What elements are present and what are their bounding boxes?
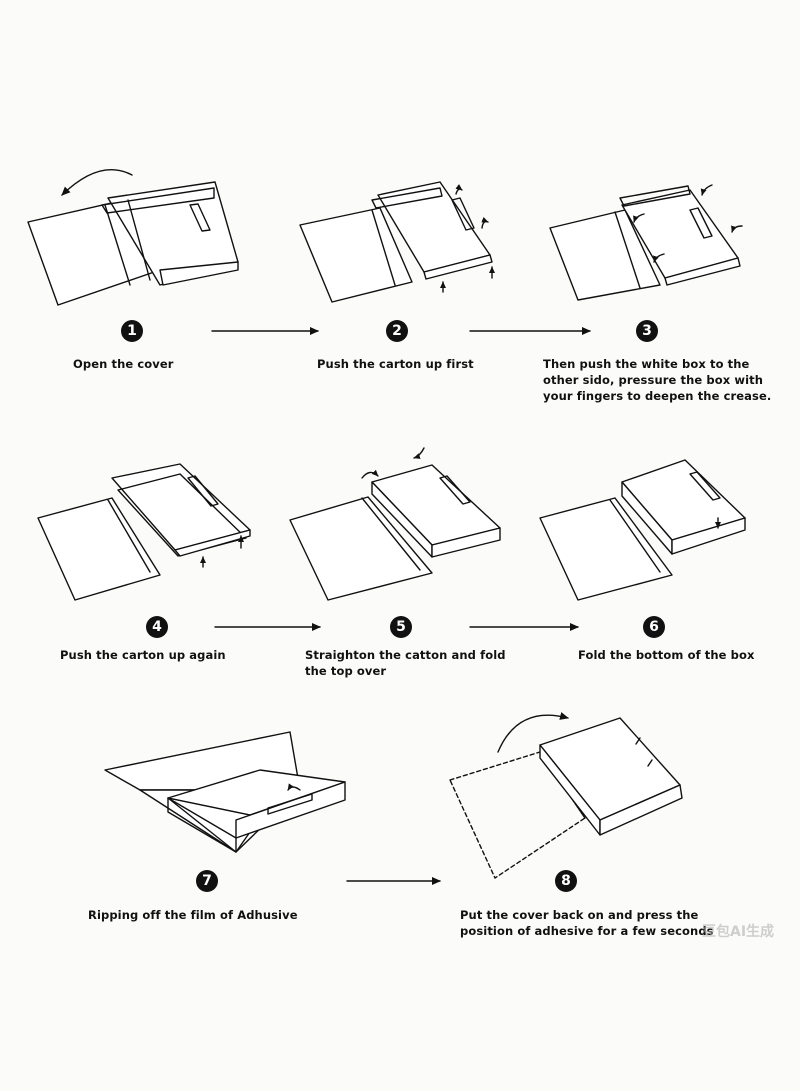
step-8-illustration <box>449 712 683 879</box>
step-5-badge: 5 <box>390 616 412 638</box>
step-6-badge: 6 <box>643 616 665 638</box>
caption-line: Open the cover <box>73 357 174 371</box>
caption-line: other sido, pressure the box with <box>543 373 763 387</box>
step-7-caption: Ripping off the film of Adhusive <box>88 907 298 923</box>
step-1-illustration <box>27 168 239 306</box>
step-2-illustration <box>299 181 495 303</box>
step-6-illustration <box>539 459 746 601</box>
step-8-caption: Put the cover back on and press the posi… <box>460 907 714 939</box>
step-4-illustration <box>37 463 251 601</box>
caption-line: Fold the bottom of the box <box>578 648 755 662</box>
step-7-badge: 7 <box>196 870 218 892</box>
caption-line: Put the cover back on and press the <box>460 908 699 922</box>
step-2-badge: 2 <box>386 320 408 342</box>
step-4-caption: Push the carton up again <box>60 647 226 663</box>
step-1-caption: Open the cover <box>73 356 174 372</box>
caption-line: Ripping off the film of Adhusive <box>88 908 298 922</box>
step-3-caption: Then push the white box to the other sid… <box>543 356 771 404</box>
step-5-illustration <box>289 447 501 601</box>
caption-line: position of adhesive for a few seconds <box>460 924 714 938</box>
step-6-caption: Fold the bottom of the box <box>578 647 755 663</box>
caption-line: Straighton the catton and fold <box>305 648 506 662</box>
caption-line: Push the carton up again <box>60 648 226 662</box>
step-3-illustration <box>549 184 743 301</box>
step-1-badge: 1 <box>121 320 143 342</box>
step-7-illustration <box>104 731 346 853</box>
caption-line: your fingers to deepen the crease. <box>543 389 772 403</box>
step-4-badge: 4 <box>146 616 168 638</box>
watermark: 豆包AI生成 <box>702 924 775 940</box>
step-2-caption: Push the carton up first <box>317 356 474 372</box>
step-3-badge: 3 <box>636 320 658 342</box>
caption-line: Push the carton up first <box>317 357 474 371</box>
step-8-badge: 8 <box>555 870 577 892</box>
step-5-caption: Straighton the catton and fold the top o… <box>305 647 506 679</box>
caption-line: Then push the white box to the <box>543 357 750 371</box>
caption-line: the top over <box>305 664 387 678</box>
